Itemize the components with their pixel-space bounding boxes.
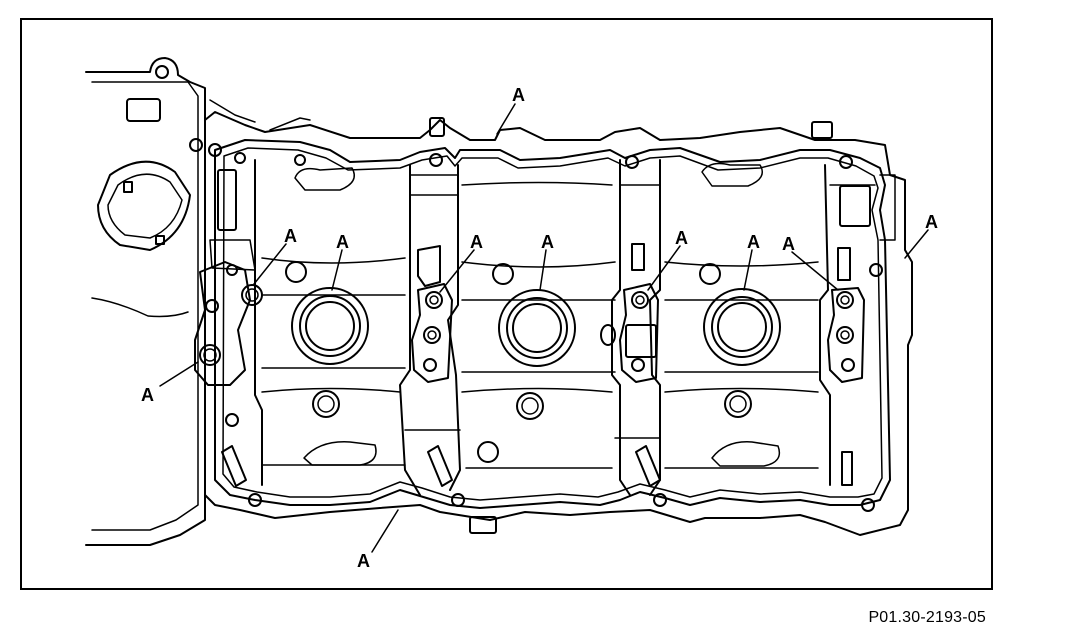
interior-ribs [261,162,819,469]
figure-frame [20,18,993,590]
callout-a-bottom: A [357,551,370,571]
callout-a-divider-1: A [470,232,483,252]
callout-a-seal-1: A [336,232,349,252]
bolt-holes [199,143,883,512]
callout-a-seal-3: A [747,232,760,252]
callout-labels: A A A A A A A A A A A [141,85,938,571]
spark-plug-seals [291,287,781,367]
cover-outline [204,99,913,536]
callout-a-top: A [512,85,525,105]
callout-a-divider-2: A [675,228,688,248]
callout-a-left-bolt: A [284,226,297,246]
figure-reference-code: P01.30-2193-05 [868,609,986,626]
callout-a-left-lower: A [141,385,154,405]
bolt-bosses [194,239,865,386]
cylinder-dividers [254,159,876,496]
callout-leaders [159,103,929,553]
left-end-housing [85,57,206,546]
gasket-seal [214,139,891,509]
oval-openings [285,261,752,463]
callout-a-right-edge: A [925,212,938,232]
callout-a-seal-2: A [541,232,554,252]
callout-a-right-bolt: A [782,234,795,254]
